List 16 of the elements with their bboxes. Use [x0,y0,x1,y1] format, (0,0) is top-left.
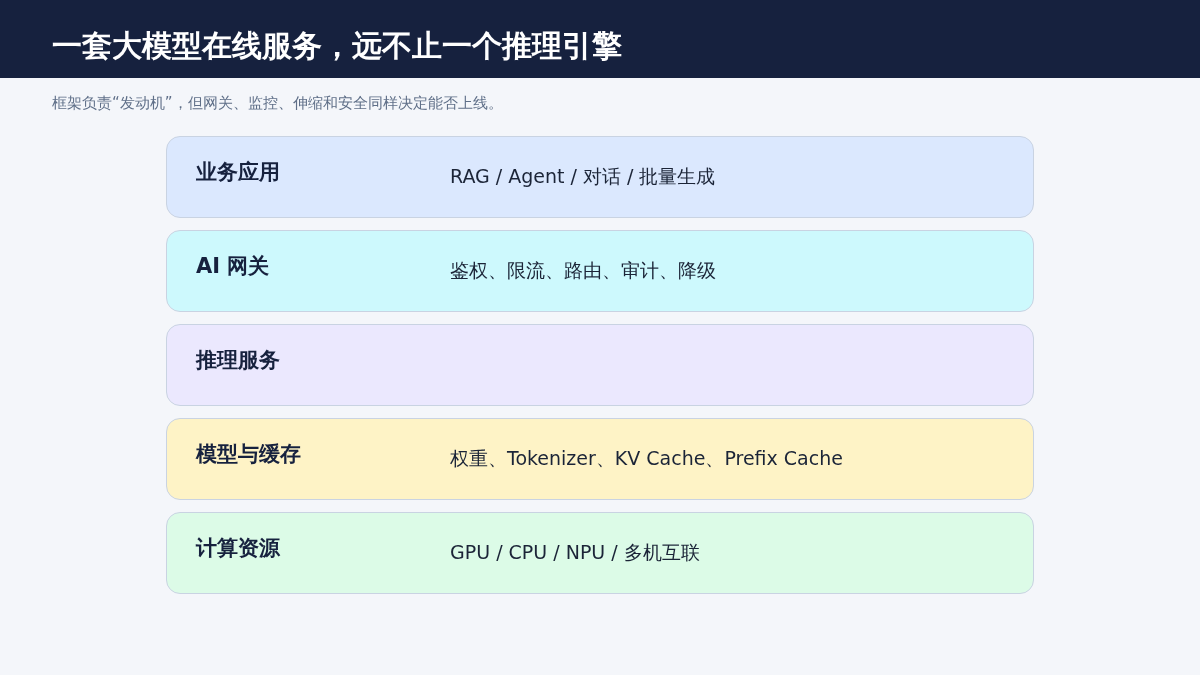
layer-box [166,230,1034,312]
layer-description: RAG / Agent / 对话 / 批量生成 [450,164,716,189]
layer-description: GPU / CPU / NPU / 多机互联 [450,540,700,565]
layer-title: 模型与缓存 [196,441,301,468]
page-title: 一套大模型在线服务，远不止一个推理引擎 [52,27,622,65]
subtitle: 框架负责“发动机”，但网关、监控、伸缩和安全同样决定能否上线。 [52,93,503,114]
layer-title: 业务应用 [196,159,280,186]
layer-description: 鉴权、限流、路由、审计、降级 [450,258,716,283]
layer-title: AI 网关 [196,253,270,280]
layer-box [166,136,1034,218]
layer-title: 计算资源 [196,535,280,562]
layer-box [166,512,1034,594]
layer-description: 权重、Tokenizer、KV Cache、Prefix Cache [450,446,843,471]
layer-box [166,418,1034,500]
layer-box [166,324,1034,406]
layer-title: 推理服务 [196,347,280,374]
